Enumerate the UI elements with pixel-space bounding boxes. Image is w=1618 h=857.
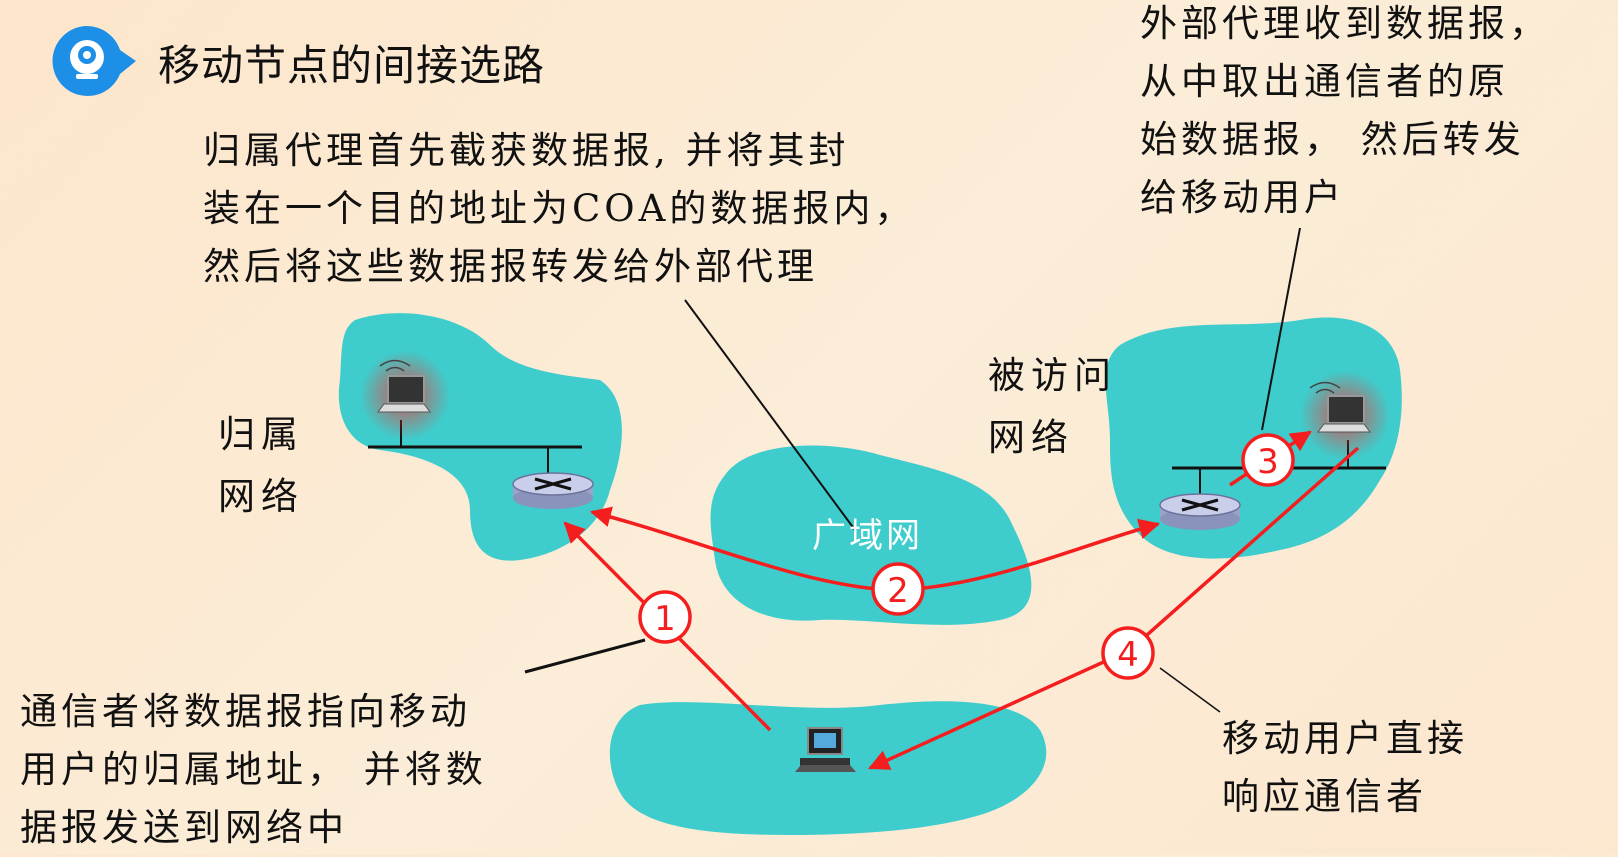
step-4-badge: 4 (1101, 626, 1155, 680)
foreign-agent-note: 外部代理收到数据报， 从中取出通信者的原 始数据报， 然后转发 给移动用户 (1140, 2, 1550, 219)
home-router-icon (512, 472, 594, 509)
direct-reply-note: 移动用户直接 响应通信者 (1222, 717, 1468, 818)
page-title: 移动节点的间接选路 (158, 41, 546, 90)
step-1-badge: 1 (638, 590, 692, 644)
correspondent-pc-icon (795, 727, 856, 772)
wan-label: 广域网 (812, 516, 923, 556)
home-network-cloud (338, 313, 622, 561)
foreign-router-icon (1159, 493, 1241, 530)
visited-network-label: 被访问 网络 (988, 354, 1117, 459)
svg-text:3: 3 (1257, 442, 1279, 482)
svg-text:1: 1 (654, 599, 676, 639)
correspondent-note: 通信者将数据报指向移动 用户的归属地址， 并将数 据报发送到网络中 (20, 690, 487, 849)
svg-text:2: 2 (887, 571, 909, 611)
step-3-badge: 3 (1241, 433, 1295, 487)
webcam-bubble-icon (52, 26, 136, 96)
step-2-badge: 2 (871, 562, 925, 616)
home-network-label: 归属 网络 (218, 413, 304, 518)
svg-text:4: 4 (1117, 635, 1139, 675)
mobile-laptop-wireless-icon (1300, 370, 1390, 460)
home-laptop-wireless-icon (360, 350, 450, 440)
home-agent-note: 归属代理首先截获数据报, 并将其封 装在一个目的地址为COA的数据报内， 然后将… (203, 129, 916, 288)
